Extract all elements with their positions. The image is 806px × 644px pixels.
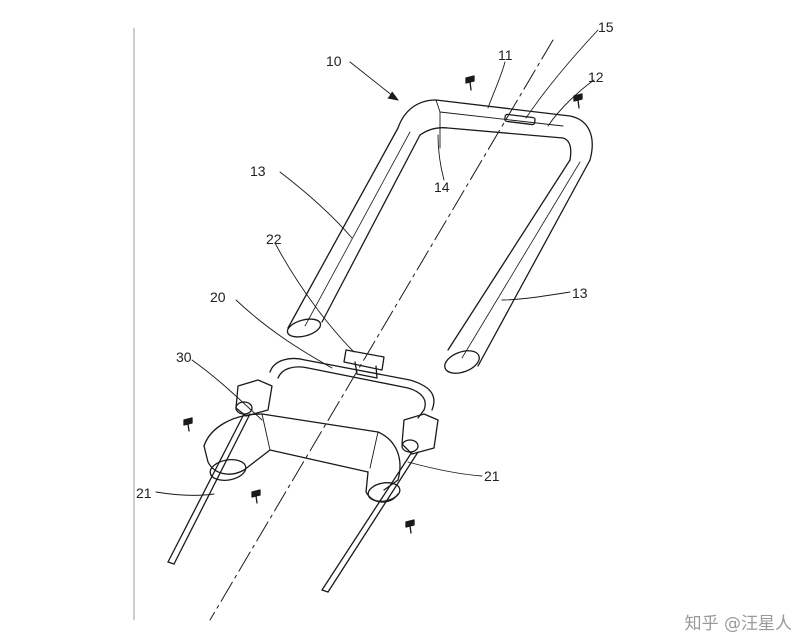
u-handle-10 — [286, 99, 593, 374]
center-axis — [209, 39, 554, 621]
label-20: 20 — [210, 289, 226, 305]
label-30: 30 — [176, 349, 192, 365]
label-13-right: 13 — [572, 285, 588, 301]
label-15: 15 — [598, 19, 614, 35]
screw-top-right — [573, 93, 583, 109]
base-saddle-30 — [203, 413, 401, 503]
label-14: 14 — [434, 179, 450, 195]
leader-lines — [155, 29, 599, 496]
screw-bottom-left — [251, 489, 261, 504]
right-rod-21 — [321, 451, 419, 593]
label-21-right: 21 — [484, 468, 500, 484]
label-22: 22 — [266, 231, 282, 247]
screw-top-left — [465, 75, 475, 91]
left-rod-21 — [167, 413, 251, 565]
connector-frame-20 — [235, 349, 439, 455]
screw-bottom-right — [405, 519, 415, 534]
watermark: 知乎 @汪星人 — [684, 614, 792, 634]
screw-left — [183, 417, 193, 432]
top-slot-15 — [504, 113, 536, 126]
label-10: 10 — [326, 53, 342, 69]
label-11: 11 — [498, 47, 513, 63]
label-13-left: 13 — [250, 163, 266, 179]
label-21-left: 21 — [136, 485, 152, 501]
label-12: 12 — [588, 69, 604, 85]
